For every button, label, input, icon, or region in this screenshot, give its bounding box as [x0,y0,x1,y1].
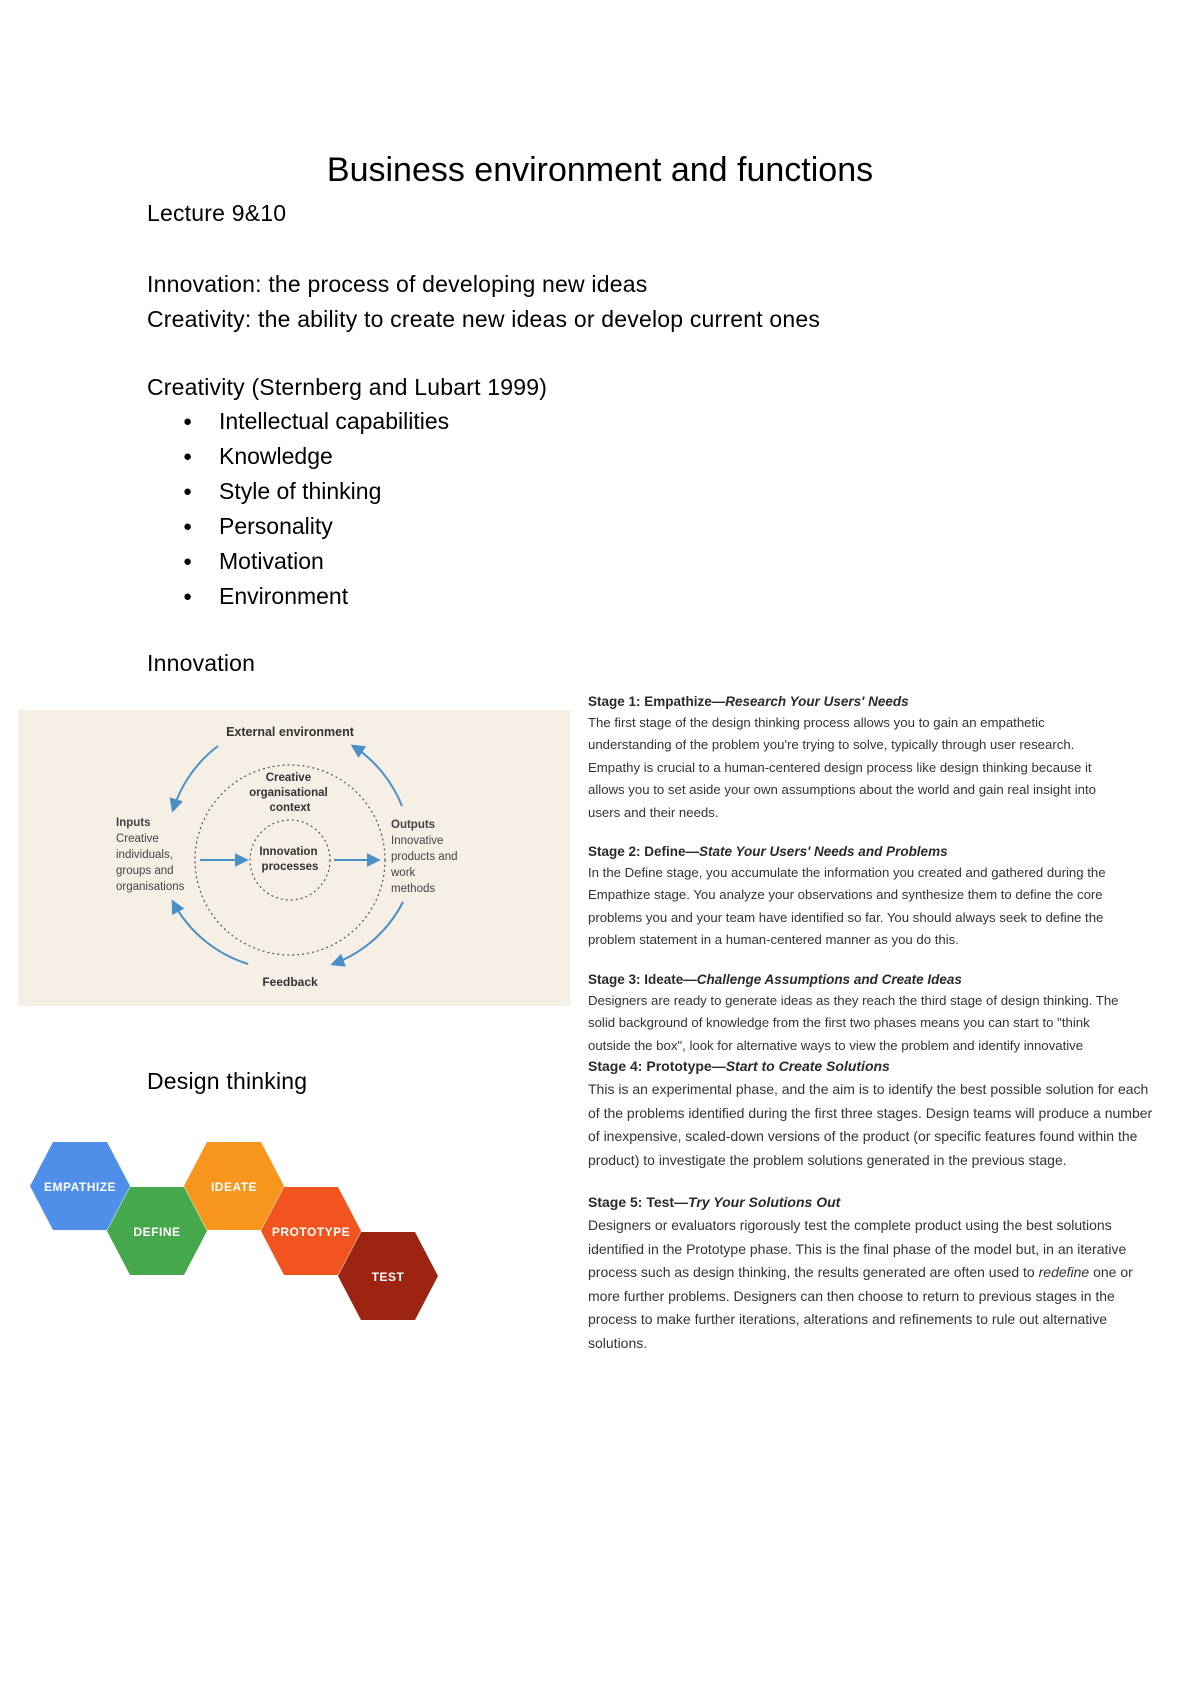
bullet-item: Motivation [147,544,449,579]
creativity-bullet-list: Intellectual capabilities Knowledge Styl… [147,404,449,614]
outputs-label: Outputs Innovative products and work met… [390,819,461,895]
innovation-heading: Innovation [147,650,256,676]
innovation-definition: Innovation: the process of developing ne… [147,271,648,297]
cycle-arrow [330,901,404,967]
stage-5-heading: Stage 5: Test—Try Your Solutions Out [588,1194,841,1210]
svg-text:TEST: TEST [372,1270,405,1284]
stage-2-body: In the Define stage, you accumulate the … [588,865,1106,948]
cycle-arrow [171,899,249,965]
core-label: Innovation processes [259,846,320,873]
cycle-arrow [169,745,219,813]
core-circle [249,819,331,901]
creativity-heading: Creativity (Sternberg and Lubart 1999) [147,374,548,400]
bullet-item: Knowledge [147,439,449,474]
inputs-label: Inputs Creative individuals, groups and … [116,817,185,893]
stage-3-body: Designers are ready to generate ideas as… [588,993,1119,1053]
creativity-definition: Creativity: the ability to create new id… [147,306,821,332]
stage-1-heading: Stage 1: Empathize—Research Your Users' … [588,694,909,709]
design-thinking-diagram: EMPATHIZE DEFINE IDEATE PROTOTYPE TEST [30,1140,460,1330]
stage-5-body: Designers or evaluators rigorously test … [588,1217,1133,1351]
hexagon-define: DEFINE [107,1187,207,1275]
hexagon-empathize: EMPATHIZE [30,1142,130,1230]
innovation-diagram-svg: External environment Creative organisati… [116,725,461,989]
hexagon-ideate: IDEATE [184,1142,284,1230]
context-label: Creative organisational context [249,772,331,814]
stage-3-heading: Stage 3: Ideate—Challenge Assumptions an… [588,972,962,987]
external-environment-label: External environment [226,725,355,739]
stage-4-heading: Stage 4: Prototype—Start to Create Solut… [588,1058,890,1074]
page-title: Business environment and functions [326,151,874,189]
stage-1: Stage 1: Empathize—Research Your Users' … [588,692,1193,824]
innovation-diagram: External environment Creative organisati… [18,710,570,1006]
stage-4-body: This is an experimental phase, and the a… [588,1081,1153,1168]
bullet-item: Style of thinking [147,474,449,509]
svg-text:PROTOTYPE: PROTOTYPE [272,1225,350,1239]
cycle-arrow [350,744,403,807]
svg-text:EMPATHIZE: EMPATHIZE [44,1180,116,1194]
lecture-label: Lecture 9&10 [147,200,287,226]
stage-3: Stage 3: Ideate—Challenge Assumptions an… [588,970,1193,1057]
svg-text:IDEATE: IDEATE [211,1180,257,1194]
context-circle [194,764,386,956]
feedback-label: Feedback [262,975,318,989]
bullet-item: Intellectual capabilities [147,404,449,439]
stage-5: Stage 5: Test—Try Your Solutions Out Des… [588,1191,1193,1356]
bullet-item: Environment [147,579,449,614]
stage-4: Stage 4: Prototype—Start to Create Solut… [588,1055,1193,1172]
design-thinking-heading: Design thinking [147,1068,308,1094]
hexagon-test: TEST [338,1232,438,1320]
svg-text:DEFINE: DEFINE [133,1225,180,1239]
design-thinking-svg: EMPATHIZE DEFINE IDEATE PROTOTYPE TEST [30,1142,438,1320]
stage-2: Stage 2: Define—State Your Users' Needs … [588,842,1193,952]
bullet-item: Personality [147,509,449,544]
stage-1-body: The first stage of the design thinking p… [588,715,1097,820]
hexagon-prototype: PROTOTYPE [261,1187,361,1275]
stage-2-heading: Stage 2: Define—State Your Users' Needs … [588,844,948,859]
